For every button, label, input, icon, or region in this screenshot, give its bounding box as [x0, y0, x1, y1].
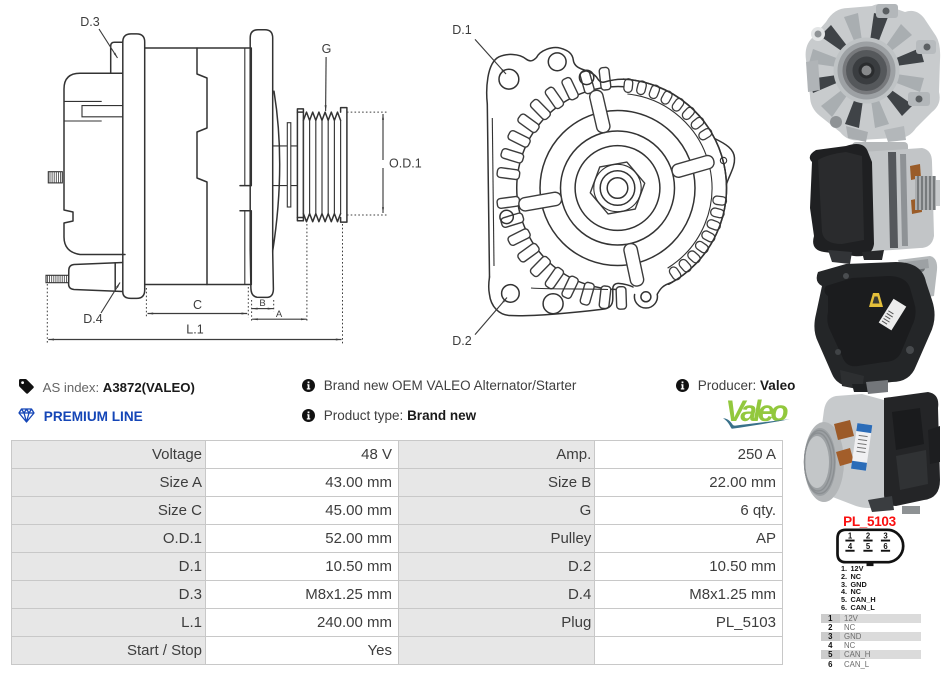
svg-text:6: 6	[883, 542, 888, 551]
svg-text:C: C	[193, 298, 202, 312]
svg-text:D.2: D.2	[452, 334, 472, 348]
svg-text:O.D.1: O.D.1	[389, 157, 422, 171]
svg-text:D.3: D.3	[80, 15, 100, 29]
svg-text:L.1: L.1	[186, 323, 203, 337]
svg-text:5: 5	[866, 542, 871, 551]
svg-text:4: 4	[848, 542, 853, 551]
svg-text:2: 2	[866, 532, 871, 541]
svg-text:B: B	[259, 298, 265, 309]
svg-text:Valeo: Valeo	[726, 395, 789, 428]
svg-text:G: G	[322, 42, 332, 56]
svg-text:D.1: D.1	[452, 23, 472, 37]
svg-text:A: A	[276, 309, 283, 320]
svg-text:1: 1	[848, 532, 853, 541]
svg-text:3: 3	[883, 532, 888, 541]
svg-text:D.4: D.4	[83, 312, 103, 326]
